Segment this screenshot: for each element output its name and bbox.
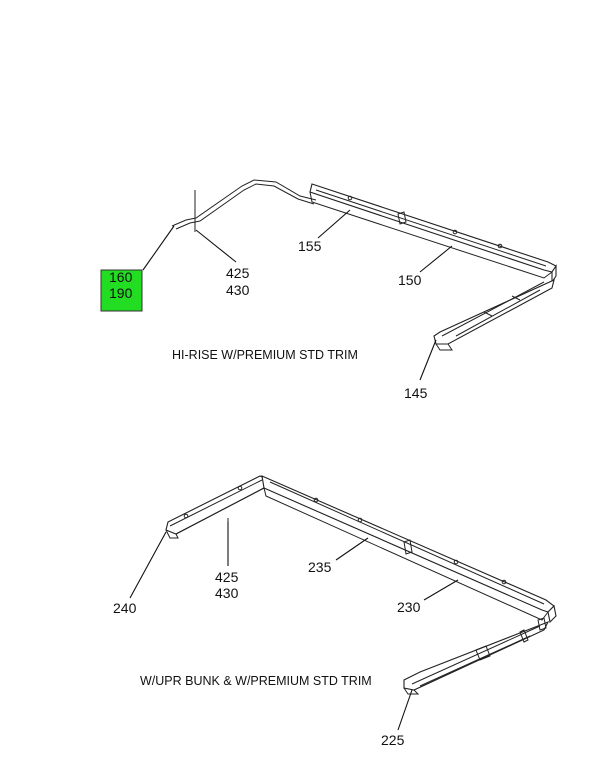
part-155-stud-1 [347, 195, 353, 201]
callout-430-bottom: 430 [215, 585, 239, 601]
part-160-wire [171, 179, 317, 227]
part-235-rail [261, 475, 555, 613]
part-235-stud-2 [357, 517, 363, 523]
part-225-end [403, 687, 420, 695]
part-145-rail [433, 279, 555, 345]
part-230-corner [547, 604, 557, 624]
part-225-bracket [475, 629, 529, 661]
part-145-segment [483, 295, 521, 317]
part-235-rail-groove [269, 481, 545, 605]
callout-230: 230 [397, 599, 421, 615]
callout-425-bottom: 425 [215, 569, 239, 585]
leader-155 [317, 209, 351, 239]
leader-425 [195, 229, 237, 263]
leader-240 [129, 531, 167, 599]
part-240-stud-1 [183, 513, 189, 519]
bottom-leader-lines [129, 522, 459, 731]
highlight-box-160-190 [100, 269, 143, 312]
leader-160 [142, 225, 175, 271]
part-145-end [435, 343, 453, 351]
part-145-rail-edge [441, 281, 545, 337]
callout-235: 235 [308, 559, 332, 575]
part-235-rail-lower [263, 487, 549, 621]
part-235-joint [403, 539, 413, 555]
leader-150 [419, 245, 453, 273]
part-240-stud-2 [237, 485, 243, 491]
leader-235 [335, 537, 369, 561]
part-225-rail-edge [411, 625, 541, 687]
part-240-rail-edge [169, 479, 265, 535]
part-235-stud-3 [453, 559, 459, 565]
callout-150: 150 [398, 272, 422, 288]
top-trim-assembly [171, 179, 557, 351]
callout-430-top: 430 [226, 282, 250, 298]
top-leader-lines [142, 209, 453, 381]
callout-145: 145 [404, 385, 428, 401]
callout-425-top: 425 [226, 265, 250, 281]
part-155-rail-lower [309, 191, 553, 279]
part-155-rail [309, 183, 557, 273]
part-150-corner [551, 264, 557, 284]
part-155-stud-3 [497, 243, 503, 249]
bottom-caption: W/UPR BUNK & W/PREMIUM STD TRIM [140, 674, 372, 688]
callout-155: 155 [298, 238, 322, 254]
bottom-trim-assembly [165, 475, 557, 695]
callout-160: 160 [109, 269, 133, 285]
leader-230 [423, 579, 459, 601]
part-235-stud-4 [501, 579, 507, 585]
callout-240: 240 [113, 600, 137, 616]
leader-225 [397, 689, 413, 731]
part-225-tab [537, 617, 547, 631]
part-155-stud-2 [452, 229, 458, 235]
callout-190: 190 [109, 285, 133, 301]
part-155-rail-groove [315, 189, 547, 267]
part-155-joint [397, 211, 407, 225]
part-160-wire-inner [175, 183, 315, 230]
callout-225: 225 [381, 732, 405, 748]
part-235-stud-1 [313, 497, 319, 503]
part-240-end [165, 529, 179, 539]
top-caption: HI-RISE W/PREMIUM STD TRIM [172, 348, 358, 362]
leader-145 [419, 339, 437, 381]
